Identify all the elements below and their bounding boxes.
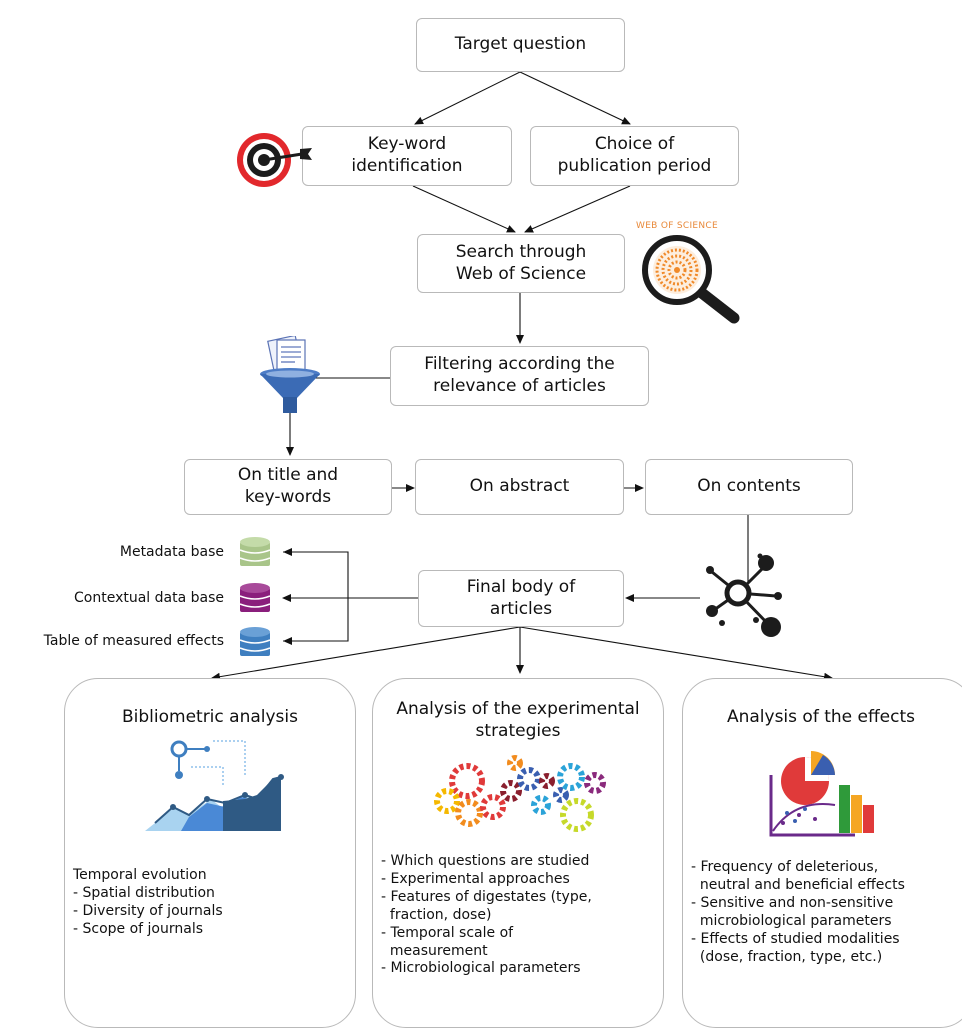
arrow-target-to-keyword xyxy=(414,71,521,125)
on-title-box: On title and key-words xyxy=(184,459,392,515)
keyword-identification-box: Key-word identification xyxy=(302,126,512,186)
filtering-label: Filtering according the relevance of art… xyxy=(424,354,615,396)
target-icon xyxy=(237,133,312,187)
filter-funnel-icon xyxy=(260,336,320,413)
contextual-data-base-label: Contextual data base xyxy=(74,590,224,606)
experimental-item: - Microbiological parameters xyxy=(381,960,581,977)
effects-item: neutral and beneficial effects xyxy=(691,876,905,893)
target-question-box: Target question xyxy=(416,18,625,72)
bibliometric-items: Temporal evolution - Spatial distributio… xyxy=(73,867,223,939)
table-of-measured-effects-label: Table of measured effects xyxy=(43,633,224,649)
arrow-period-to-search xyxy=(524,185,631,233)
bibliometric-analysis-panel: Bibliometric analysis Temporal evolution… xyxy=(64,678,356,1028)
bibliometric-item: - Scope of journals xyxy=(73,920,204,937)
arrow-target-to-period xyxy=(519,71,631,125)
experimental-items: - Which questions are studied - Experime… xyxy=(381,853,592,978)
line-db-bracket xyxy=(283,551,349,642)
experimental-item: - Temporal scale of xyxy=(381,924,514,941)
effects-item: - Effects of studied modalities xyxy=(691,930,900,947)
growth-chart-icon xyxy=(145,740,284,831)
on-contents-box: On contents xyxy=(645,459,853,515)
on-abstract-box: On abstract xyxy=(415,459,624,515)
target-question-label: Target question xyxy=(454,34,587,55)
search-label: Search through Web of Science xyxy=(455,241,587,284)
final-body-box: Final body of articles xyxy=(418,570,624,627)
gears-icon xyxy=(434,755,606,832)
bibliometric-item: - Spatial distribution xyxy=(73,884,215,901)
experimental-strategies-panel: Analysis of the experimental strategies … xyxy=(372,678,664,1028)
experimental-item: - Which questions are studied xyxy=(381,853,590,869)
publication-period-label: Choice of publication period xyxy=(557,134,712,176)
experimental-item: fraction, dose) xyxy=(381,906,492,923)
effects-analysis-title: Analysis of the effects xyxy=(726,707,916,727)
contextual-database-icon xyxy=(239,583,271,612)
effects-table-database-icon xyxy=(239,627,271,656)
metadata-database-icon xyxy=(239,537,271,566)
effects-item: microbiological parameters xyxy=(691,912,892,929)
experimental-item: - Experimental approaches xyxy=(381,870,570,887)
bibliometric-item: - Diversity of journals xyxy=(73,902,223,919)
effects-analysis-panel: Analysis of the effects - Frequency of d… xyxy=(682,678,962,1028)
bibliometric-analysis-title: Bibliometric analysis xyxy=(121,707,298,727)
metadata-base-label: Metadata base xyxy=(119,544,224,560)
bibliometric-item: Temporal evolution xyxy=(73,867,207,883)
web-of-science-magnifier-icon xyxy=(642,235,740,324)
experimental-item: - Features of digestates (type, xyxy=(381,888,592,905)
network-hub-icon xyxy=(706,553,782,637)
arrow-keyword-to-search xyxy=(412,185,516,233)
web-of-science-logo-text: WEB OF SCIENCE xyxy=(636,221,718,231)
experimental-item: measurement xyxy=(381,942,488,959)
on-contents-label: On contents xyxy=(697,476,801,497)
filtering-box: Filtering according the relevance of art… xyxy=(390,346,649,406)
arrow-final-to-bibliometric xyxy=(211,626,521,681)
effects-item: - Frequency of deleterious, xyxy=(691,859,879,875)
effects-item: - Sensitive and non-sensitive xyxy=(691,894,894,911)
effects-items: - Frequency of deleterious, neutral and … xyxy=(691,859,905,966)
publication-period-box: Choice of publication period xyxy=(530,126,739,186)
pie-bar-chart-icon xyxy=(769,751,874,837)
experimental-strategies-title: Analysis of the experimental strategies xyxy=(396,699,640,741)
search-box: Search through Web of Science xyxy=(417,234,625,293)
on-abstract-label: On abstract xyxy=(469,476,570,497)
keyword-identification-label: Key-word identification xyxy=(351,134,463,176)
effects-item: (dose, fraction, type, etc.) xyxy=(691,948,883,965)
on-title-label: On title and key-words xyxy=(237,465,339,507)
final-body-label: Final body of articles xyxy=(466,576,576,619)
arrow-final-to-effects xyxy=(519,626,833,681)
